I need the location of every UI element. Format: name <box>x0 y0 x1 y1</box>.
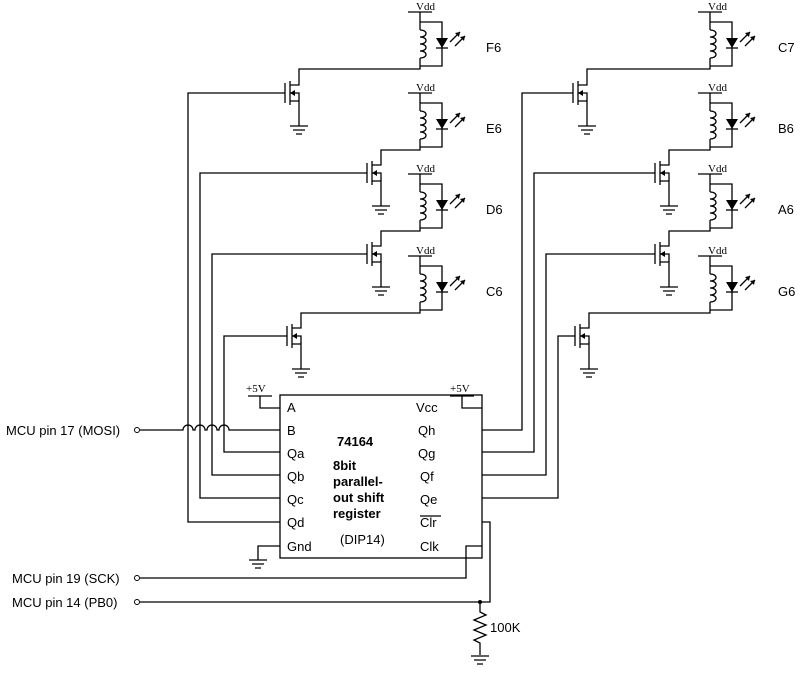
mcu-mosi-label: MCU pin 17 (MOSI) <box>6 423 120 438</box>
pin-qd-label: Qd <box>287 515 304 530</box>
pin-qb-label: Qb <box>287 469 304 484</box>
led-label-c6: C6 <box>486 284 503 299</box>
ic-74164-body <box>279 394 483 559</box>
plus5v-a-label: +5V <box>246 383 266 395</box>
led-label-b6: B6 <box>778 121 794 136</box>
pin-gnd-label: Gnd <box>287 539 312 554</box>
chip-desc-line2: parallel- <box>333 474 383 489</box>
pin-qg-label: Qg <box>418 446 435 461</box>
mosi-terminal <box>134 427 140 433</box>
led-label-f6: F6 <box>486 40 501 55</box>
led-label-d6: D6 <box>486 202 503 217</box>
vdd-g6: Vdd <box>708 245 727 257</box>
resistor-100k <box>472 602 488 655</box>
pin-qa-label: Qa <box>287 446 305 461</box>
vdd-a6: Vdd <box>708 163 727 175</box>
vdd-c7: Vdd <box>708 1 727 13</box>
vdd-d6: Vdd <box>416 163 435 175</box>
led-label-g6: G6 <box>778 284 795 299</box>
vdd-c6: Vdd <box>416 245 435 257</box>
vdd-e6: Vdd <box>416 82 435 94</box>
pin-clr-label: Clr <box>420 515 437 530</box>
pin-qh-label: Qh <box>418 423 435 438</box>
chip-part-number: 74164 <box>337 434 374 449</box>
chip-desc-line1: 8bit <box>333 458 357 473</box>
led-label-c7: C7 <box>778 40 795 55</box>
pin-vcc-label: Vcc <box>416 400 438 415</box>
pin-qe-label: Qe <box>420 492 437 507</box>
vdd-f6: Vdd <box>416 1 435 13</box>
led-label-e6: E6 <box>486 121 502 136</box>
pin-qc-label: Qc <box>287 492 304 507</box>
mcu-sck-label: MCU pin 19 (SCK) <box>12 571 120 586</box>
pin-clk-label: Clk <box>420 539 439 554</box>
pin-b-label: B <box>287 423 296 438</box>
led-label-a6: A6 <box>778 202 794 217</box>
chip-desc-line3: out shift <box>333 490 385 505</box>
pin-qf-label: Qf <box>420 469 434 484</box>
sck-terminal <box>134 575 140 581</box>
chip-package: (DIP14) <box>340 532 385 547</box>
mcu-pb0-label: MCU pin 14 (PB0) <box>12 595 117 610</box>
plus5v-vcc-label: +5V <box>450 383 470 395</box>
pin-a-label: A <box>287 400 296 415</box>
chip-desc-line4: register <box>333 506 381 521</box>
resistor-value: 100K <box>490 620 521 635</box>
pb0-terminal <box>134 599 140 605</box>
vdd-b6: Vdd <box>708 82 727 94</box>
